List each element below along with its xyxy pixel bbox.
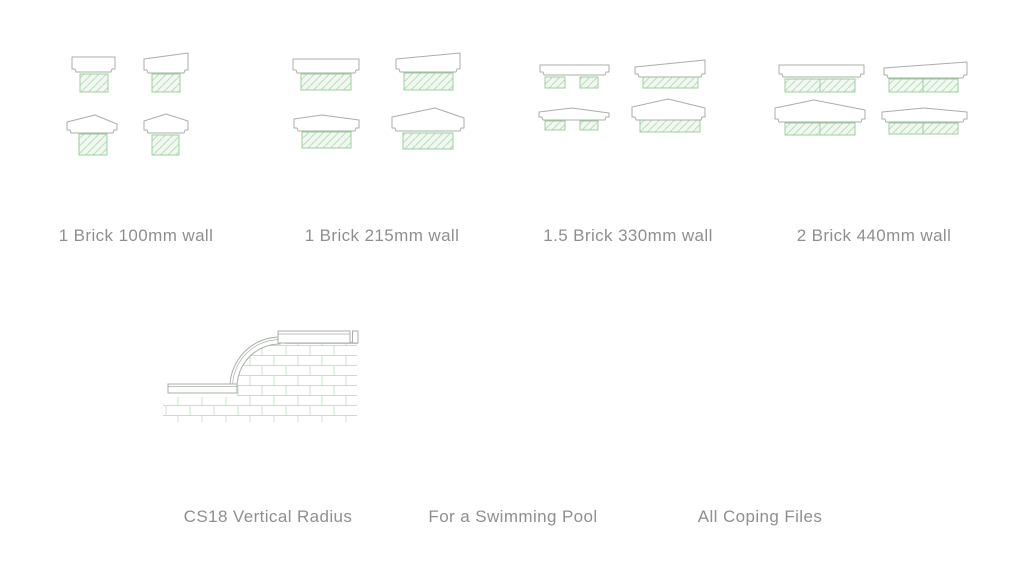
coping-profile bbox=[66, 114, 118, 134]
label-swimming-pool: For a Swimming Pool bbox=[428, 507, 598, 526]
label-wall-440: 2 Brick 440mm wall bbox=[796, 226, 952, 245]
coping-profile bbox=[539, 64, 610, 76]
coping-profile bbox=[538, 107, 610, 121]
coping-profile bbox=[143, 52, 189, 74]
drawing-cs18-vertical-radius bbox=[160, 325, 360, 425]
label-wall-215: 1 Brick 215mm wall bbox=[304, 226, 460, 245]
coping-profile bbox=[293, 114, 360, 132]
coping-profile bbox=[292, 58, 360, 74]
drawing-cs18-vertical-radius-svg bbox=[163, 330, 359, 422]
label-all-coping-files: All Coping Files bbox=[697, 507, 823, 526]
drawing-wall-330 bbox=[537, 55, 712, 135]
drawing-wall-215 bbox=[288, 48, 468, 153]
coping-profile bbox=[631, 98, 706, 121]
coping-profile bbox=[143, 113, 189, 134]
coping-profile bbox=[778, 64, 865, 78]
coping-profile bbox=[881, 107, 968, 123]
drawing-wall-100 bbox=[65, 48, 195, 160]
coping-profile bbox=[634, 59, 706, 78]
label-wall-100: 1 Brick 100mm wall bbox=[58, 226, 214, 245]
coping-profile-lower bbox=[167, 383, 238, 394]
drawing-wall-330-svg bbox=[538, 59, 706, 133]
drawing-wall-100-svg bbox=[66, 52, 189, 156]
coping-profile bbox=[883, 61, 968, 79]
coping-profile bbox=[395, 52, 461, 73]
brick-wall-elevation bbox=[163, 344, 357, 422]
label-wall-330: 1.5 Brick 330mm wall bbox=[543, 226, 713, 245]
coping-profile bbox=[391, 107, 465, 132]
coping-profile bbox=[71, 56, 116, 73]
coping-end-stone bbox=[352, 330, 359, 344]
coping-profile-upper bbox=[277, 330, 351, 344]
drawing-wall-215-svg bbox=[292, 52, 465, 150]
label-cs18-vertical-radius: CS18 Vertical Radius bbox=[183, 507, 353, 526]
coping-profile bbox=[774, 99, 866, 123]
drawing-wall-440 bbox=[773, 58, 971, 138]
drawing-wall-440-svg bbox=[774, 61, 968, 136]
